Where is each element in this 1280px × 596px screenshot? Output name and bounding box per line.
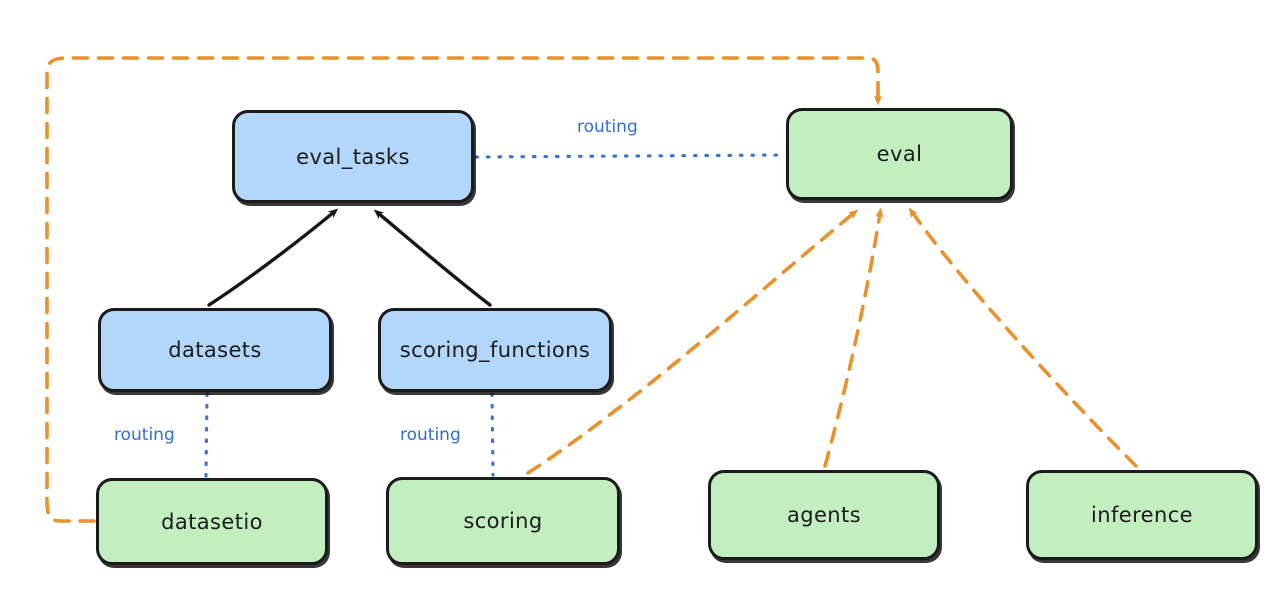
edge-agents-to-eval [823,207,884,468]
edge-scoring-functions-to-scoring [490,392,495,477]
node-label-datasetio: datasetio [161,509,263,534]
edge-datasets-to-eval-tasks [207,208,339,307]
node-inference[interactable]: inference [1026,470,1258,560]
node-label-eval: eval [876,142,923,166]
edge-scoring-functions-to-eval-tasks [373,209,492,307]
node-label-datasets: datasets [168,338,262,362]
node-agents[interactable]: agents [708,470,940,560]
edge-label-routing-eval-tasks-eval: routing [573,117,642,137]
node-datasetio[interactable]: datasetio [96,478,328,565]
node-datasets[interactable]: datasets [98,308,332,392]
edge-inference-to-eval [908,207,1138,468]
edge-eval-tasks-to-eval [474,153,786,159]
edge-label-routing-scoring-functions-scoring: routing [396,425,465,445]
edge-scoring-to-eval [526,209,859,475]
edge-datasetio-to-eval [45,56,883,523]
node-scoring-functions[interactable]: scoring_functions [378,308,612,392]
node-eval[interactable]: eval [786,108,1013,200]
node-label-scoring: scoring [463,509,543,533]
node-label-eval-tasks: eval_tasks [296,144,410,169]
node-label-inference: inference [1091,503,1193,527]
node-eval-tasks[interactable]: eval_tasks [232,110,474,203]
node-label-scoring-functions: scoring_functions [399,338,591,362]
edge-datasets-to-datasetio [204,392,209,478]
node-label-agents: agents [786,503,861,527]
edge-label-routing-datasets-datasetio: routing [110,425,179,445]
node-scoring[interactable]: scoring [386,477,620,565]
